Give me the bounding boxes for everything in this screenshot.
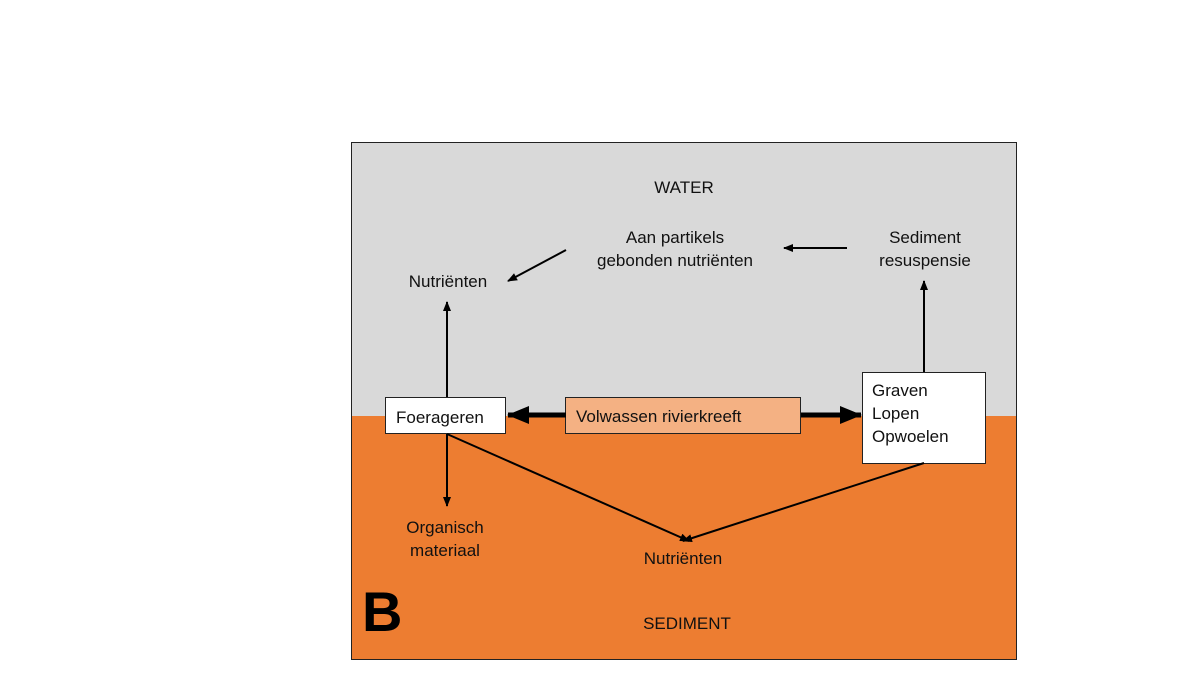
foraging-box: Foerageren [385, 397, 506, 434]
particle-bound-nutrients-node: Aan partikels gebonden nutriënten [597, 228, 753, 270]
water-label: WATER [654, 178, 714, 197]
digging-walking-stirring-box: Graven Lopen Opwoelen [862, 372, 986, 464]
arrow-digging-to-nutrients-sediment [682, 462, 925, 543]
crayfish-box: Volwassen rivierkreeft [565, 397, 801, 434]
nutrients-water-node: Nutriënten [408, 272, 488, 291]
nutrients-sediment-node: Nutriënten [643, 549, 723, 568]
arrow-foraging-to-nutrients-sediment [446, 433, 690, 542]
water-zone [352, 143, 1016, 416]
panel-letter: B [362, 580, 403, 643]
sediment-resuspension-node: Sediment resuspensie [879, 228, 971, 270]
sediment-label: SEDIMENT [643, 614, 731, 633]
organic-material-node: Organisch materiaal [406, 518, 484, 560]
arrow-particle-nutrients-to-nutrients-water [507, 249, 567, 282]
